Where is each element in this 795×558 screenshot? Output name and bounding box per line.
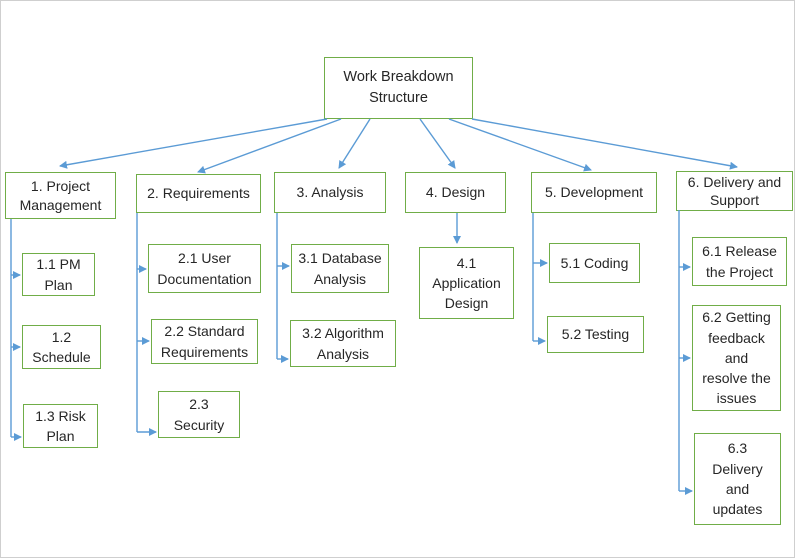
connector-root-to-2	[197, 118, 342, 174]
wbs-node-2-requirements[interactable]: 2. Requirements	[136, 174, 261, 213]
wbs-node-2-3-security[interactable]: 2.3 Security	[158, 391, 240, 438]
wbs-node-2-1-user-documentation[interactable]: 2.1 User Documentation	[148, 244, 261, 293]
wbs-node-4-1-application-design[interactable]: 4.1 Application Design	[419, 247, 514, 319]
wbs-node-4-design[interactable]: 4. Design	[405, 172, 506, 213]
wbs-node-6-2-getting-feedback[interactable]: 6.2 Getting feedback and resolve the iss…	[692, 305, 781, 411]
connector-root-to-1	[59, 118, 328, 169]
wbs-node-1-3-risk-plan[interactable]: 1.3 Risk Plan	[23, 404, 98, 448]
wbs-node-5-1-coding[interactable]: 5.1 Coding	[549, 243, 640, 283]
wbs-node-1-1-pm-plan[interactable]: 1.1 PM Plan	[22, 253, 95, 296]
wbs-node-6-1-release-the-project[interactable]: 6.1 Release the Project	[692, 237, 787, 286]
wbs-node-6-delivery-and-support[interactable]: 6. Delivery and Support	[676, 171, 793, 211]
wbs-node-2-2-standard-requirements[interactable]: 2.2 Standard Requirements	[151, 319, 258, 364]
connector-root-to-3	[338, 118, 371, 169]
wbs-node-3-1-database-analysis[interactable]: 3.1 Database Analysis	[291, 244, 389, 293]
wbs-node-1-2-schedule[interactable]: 1.2 Schedule	[22, 325, 101, 369]
wbs-node-3-2-algorithm-analysis[interactable]: 3.2 Algorithm Analysis	[290, 320, 396, 367]
wbs-node-1-project-management[interactable]: 1. Project Management	[5, 172, 116, 219]
wbs-node-5-2-testing[interactable]: 5.2 Testing	[547, 316, 644, 353]
wbs-node-5-development[interactable]: 5. Development	[531, 172, 657, 213]
connector-root-to-6	[471, 118, 738, 170]
connector-root-to-5	[448, 118, 592, 172]
connector-root-to-4	[419, 118, 456, 169]
wbs-root-node[interactable]: Work Breakdown Structure	[324, 57, 473, 119]
wbs-node-6-3-delivery-and-updates[interactable]: 6.3 Delivery and updates	[694, 433, 781, 525]
wbs-node-3-analysis[interactable]: 3. Analysis	[274, 172, 386, 213]
